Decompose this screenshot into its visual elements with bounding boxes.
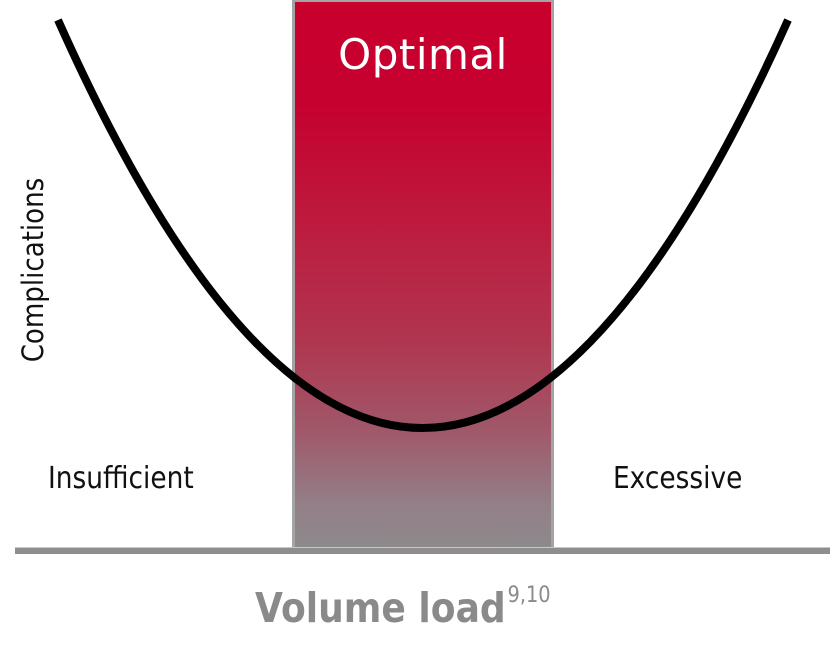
x-axis-label-citation: 9,10	[507, 583, 551, 608]
x-axis-label-text: Volume load	[255, 584, 506, 632]
insufficient-zone-label: Insufficient	[48, 461, 194, 496]
x-axis-line	[15, 547, 830, 554]
optimal-zone-label: Optimal	[338, 30, 508, 79]
optimal-zone-box	[292, 0, 554, 551]
x-axis-label: Volume load9,10	[255, 583, 551, 632]
y-axis-label: Complications	[16, 177, 50, 363]
excessive-zone-label: Excessive	[613, 461, 743, 496]
